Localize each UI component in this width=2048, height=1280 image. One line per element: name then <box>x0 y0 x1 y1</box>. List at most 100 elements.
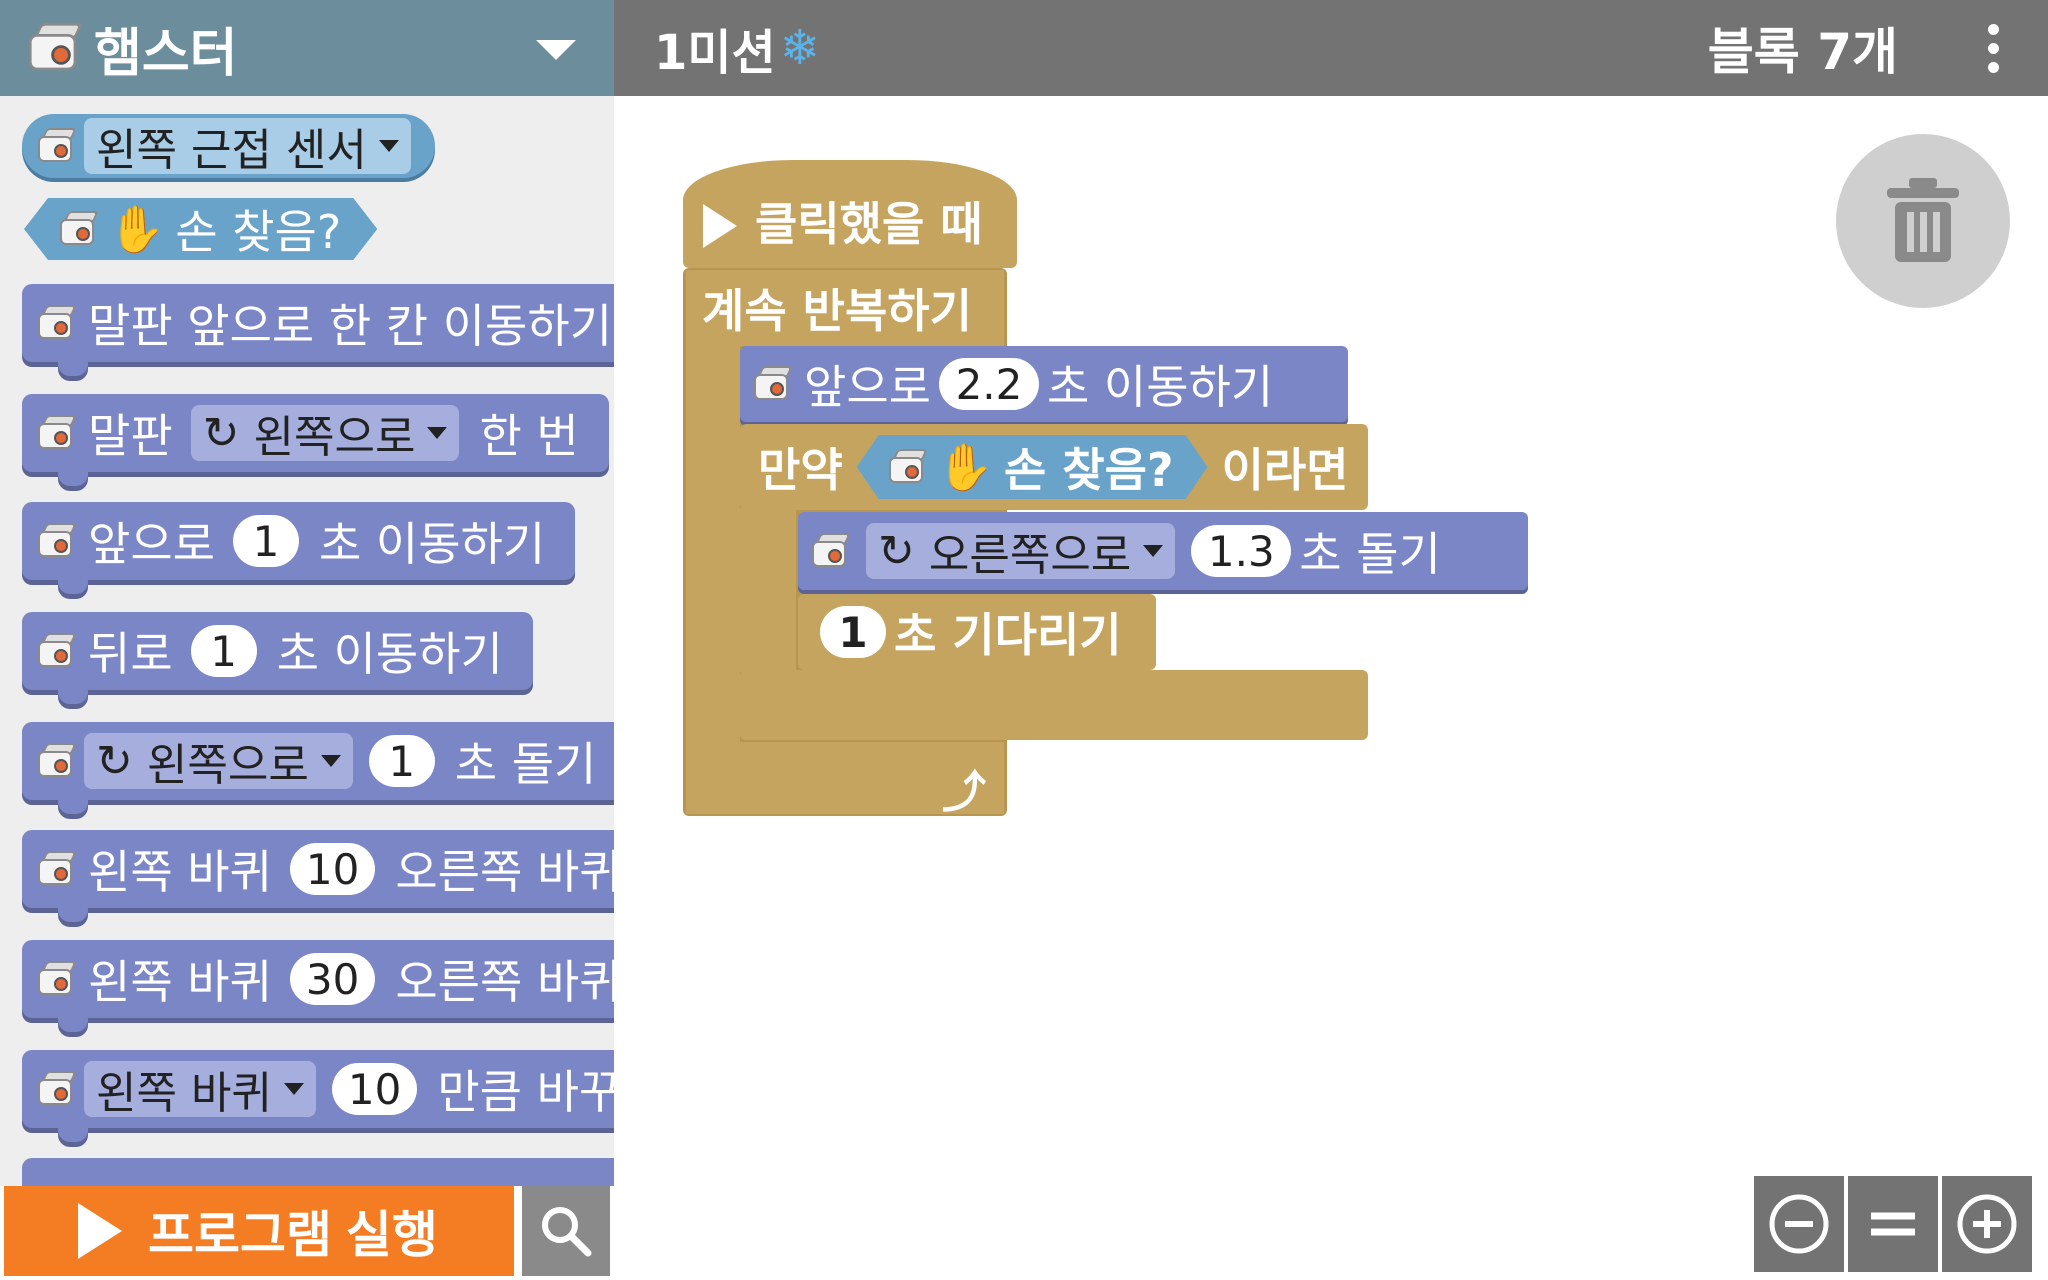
seconds-input[interactable]: 1 <box>368 735 435 787</box>
direction-dropdown[interactable]: ↻ 왼쪽으로 <box>84 733 353 791</box>
snowflake-icon: ❄ <box>779 20 820 76</box>
if-arm <box>740 508 796 672</box>
direction-dropdown-label: 왼쪽으로 <box>146 740 309 791</box>
proximity-sensor-block[interactable]: 왼쪽 근접 센서 <box>22 114 435 178</box>
trash-can[interactable] <box>1836 134 2010 308</box>
block-label: 만큼 바꾸기 <box>437 1065 614 1119</box>
hand-found-block[interactable]: ✋ 손 찾음? <box>24 198 377 260</box>
change-wheel-block[interactable]: 왼쪽 바퀴 10 만큼 바꾸기 <box>22 1050 614 1142</box>
block-label: 앞으로 <box>804 360 931 414</box>
when-clicked-label: 클릭했을 때 <box>755 197 983 251</box>
hand-icon: ✋ <box>936 439 994 494</box>
rotate-icon: ↻ <box>96 735 133 787</box>
turn-block[interactable]: ↻ 왼쪽으로 1 초 돌기 <box>22 722 614 814</box>
hamster-robot-icon <box>36 523 77 559</box>
block-label: 말판 <box>88 409 173 463</box>
block-label: 왼쪽 바퀴 <box>88 845 272 899</box>
hamster-robot-icon <box>36 743 77 779</box>
direction-dropdown[interactable]: ↻ 왼쪽으로 <box>190 405 460 463</box>
wheel-speed-block[interactable]: 왼쪽 바퀴 10 오른쪽 바퀴 <box>22 830 614 922</box>
sensor-dropdown[interactable]: 왼쪽 근접 센서 <box>84 118 411 176</box>
block-label: 말판 앞으로 한 칸 이동하기 <box>88 299 613 353</box>
hamster-robot-icon <box>810 533 851 569</box>
block-label: 한 번 <box>479 409 579 463</box>
turn-block[interactable]: ↻ 오른쪽으로 1.3 초 돌기 <box>798 512 1528 590</box>
board-turn-block[interactable]: 말판 ↻ 왼쪽으로 한 번 <box>22 394 609 486</box>
seconds-input[interactable]: 1.3 <box>1191 525 1292 577</box>
hamster-robot-icon <box>887 449 927 485</box>
trash-icon <box>1887 178 1959 262</box>
sensor-dropdown-label: 왼쪽 근접 센서 <box>96 125 367 176</box>
hand-found-condition[interactable]: ✋ 손 찾음? <box>857 435 1208 499</box>
zoom-out-button[interactable] <box>1754 1176 1844 1272</box>
hamster-robot-icon <box>36 1071 77 1107</box>
hamster-robot-icon <box>36 128 77 164</box>
block-label: 오른쪽 바퀴 <box>395 845 614 899</box>
if-foot <box>740 670 1368 740</box>
wait-block[interactable]: 1 초 기다리기 <box>798 594 1156 670</box>
block-label: 왼쪽 바퀴 <box>88 955 272 1009</box>
play-icon <box>703 204 737 248</box>
more-menu-icon[interactable] <box>1988 24 2000 74</box>
direction-dropdown-label: 오른쪽으로 <box>928 530 1132 581</box>
amount-input[interactable]: 10 <box>331 1063 418 1115</box>
chevron-down-icon[interactable] <box>536 40 576 60</box>
forever-foot: ⤴ <box>686 742 1004 818</box>
hamster-robot-icon <box>36 851 77 887</box>
move-forward-block[interactable]: 앞으로 2.2 초 이동하기 <box>740 346 1348 422</box>
board-forward-block[interactable]: 말판 앞으로 한 칸 이동하기 <box>22 284 614 376</box>
block-palette[interactable]: 왼쪽 근접 센서 ✋ 손 찾음? 말판 앞으로 한 칸 이동하기 말판 ↻ 왼쪽… <box>0 96 614 1186</box>
wheel-speed-block-2[interactable]: 왼쪽 바퀴 30 오른쪽 바퀴 <box>22 940 614 1032</box>
wheel-dropdown-label: 왼쪽 바퀴 <box>96 1068 272 1119</box>
forever-label-row: 계속 반복하기 <box>686 270 1004 346</box>
forever-arm <box>686 346 740 742</box>
rotate-icon: ↻ <box>878 525 915 577</box>
seconds-input[interactable]: 2.2 <box>938 358 1039 410</box>
if-block[interactable]: 만약 ✋ 손 찾음? 이라면 <box>740 424 1368 510</box>
zoom-reset-button[interactable] <box>1848 1176 1938 1272</box>
loop-arrow-icon: ⤴ <box>942 767 986 818</box>
block-label: 오른쪽 바퀴 <box>395 955 614 1009</box>
partial-block[interactable] <box>22 1158 614 1186</box>
move-backward-block[interactable]: 뒤로 1 초 이동하기 <box>22 612 533 704</box>
block-label: 앞으로 <box>88 517 215 571</box>
seconds-input[interactable]: 1 <box>820 606 886 658</box>
hamster-robot-icon <box>36 415 77 451</box>
category-title: 햄스터 <box>94 23 238 84</box>
speed-input[interactable]: 30 <box>289 953 376 1005</box>
then-label: 이라면 <box>1221 443 1349 497</box>
wheel-dropdown[interactable]: 왼쪽 바퀴 <box>84 1061 316 1119</box>
seconds-input[interactable]: 1 <box>232 515 299 567</box>
when-clicked-block[interactable]: 클릭했을 때 <box>683 160 1017 268</box>
forever-label: 계속 반복하기 <box>702 284 972 338</box>
title-bar: 1미션 ❄ 블록 7개 <box>614 0 2048 96</box>
search-icon <box>542 1207 592 1257</box>
dropdown-arrow-icon <box>283 1083 304 1095</box>
dropdown-arrow-icon <box>1143 545 1164 557</box>
hamster-robot-icon <box>36 633 77 669</box>
speed-input[interactable]: 10 <box>289 843 376 895</box>
search-button[interactable] <box>522 1186 610 1276</box>
block-label: 초 이동하기 <box>276 627 503 681</box>
block-label: 초 돌기 <box>1299 527 1441 581</box>
dropdown-arrow-icon <box>320 755 341 767</box>
block-label: 초 이동하기 <box>1046 360 1274 414</box>
direction-dropdown-label: 왼쪽으로 <box>253 412 416 463</box>
if-label: 만약 <box>758 443 843 497</box>
play-icon <box>78 1203 122 1259</box>
zoom-in-icon <box>1957 1194 2017 1254</box>
block-label: 초 돌기 <box>454 737 597 791</box>
dropdown-arrow-icon <box>378 140 399 152</box>
direction-dropdown[interactable]: ↻ 오른쪽으로 <box>866 523 1176 581</box>
zoom-in-button[interactable] <box>1942 1176 2032 1272</box>
move-forward-block[interactable]: 앞으로 1 초 이동하기 <box>22 502 576 594</box>
run-program-button[interactable]: 프로그램 실행 <box>4 1186 514 1276</box>
mission-title: 1미션 <box>654 25 776 81</box>
category-selector[interactable]: 햄스터 <box>0 0 614 96</box>
hamster-robot-icon <box>58 211 98 247</box>
hamster-robot-icon <box>36 305 77 341</box>
dropdown-arrow-icon <box>427 427 448 439</box>
block-label: 초 기다리기 <box>894 608 1122 662</box>
seconds-input[interactable]: 1 <box>190 625 257 677</box>
condition-label: 손 찾음? <box>1003 443 1174 497</box>
